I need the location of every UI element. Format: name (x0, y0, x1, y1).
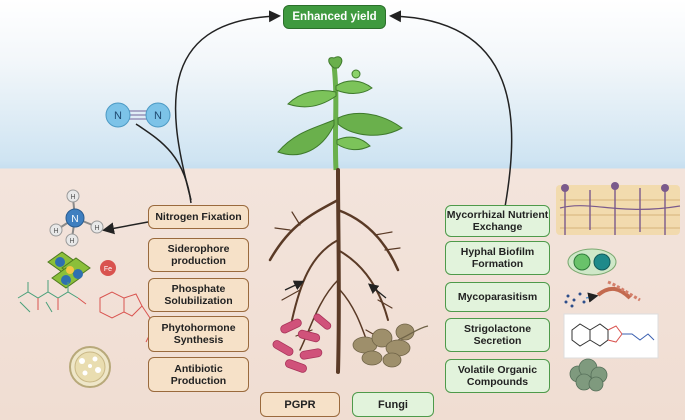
pgpr-tag: PGPR (260, 392, 340, 417)
fungi-item-hyphal-biofilm-formation: Hyphal Biofilm Formation (445, 241, 550, 275)
pgpr-item-label: Phytohormone Synthesis (161, 322, 236, 346)
volatile-compounds-cloud (569, 358, 608, 392)
pgpr-item-phosphate-solubilization: Phosphate Solubilization (148, 278, 249, 312)
fungi-item-strigolactone-secretion: Strigolactone Secretion (445, 318, 550, 352)
ammonia-h-label: H (70, 194, 75, 201)
biofilm-icon (567, 248, 617, 276)
arrow-n2-to-nitrogen-fixation (135, 123, 192, 204)
fungi-tag: Fungi (352, 392, 434, 417)
petri-dish-icon (69, 346, 111, 388)
pgpr-item-nitrogen-fixation: Nitrogen Fixation (148, 205, 249, 229)
pgpr-tag-label: PGPR (284, 398, 316, 411)
fungi-item-label: Volatile Organic Compounds (457, 364, 538, 388)
fungi-item-label: Hyphal Biofilm Formation (460, 246, 535, 270)
dinitrogen-molecule (105, 102, 171, 128)
n2-atom-right-label: N (154, 110, 162, 122)
enhanced-yield-label: Enhanced yield (292, 11, 377, 23)
fungi-item-mycorrhizal-nutrient-exchange: Mycorrhizal Nutrient Exchange (445, 205, 550, 237)
ammonia-h-label: H (53, 228, 58, 235)
fungi-item-label: Mycoparasitism (457, 291, 538, 303)
pgpr-item-label: Siderophore production (167, 243, 230, 267)
arrow-pgpr-to-yield (174, 10, 281, 201)
ammonia-n-label: N (71, 214, 78, 225)
fungi-item-mycoparasitism: Mycoparasitism (445, 282, 550, 312)
pgpr-item-label: Nitrogen Fixation (155, 211, 242, 223)
pgpr-item-antibiotic-production: Antibiotic Production (148, 357, 249, 392)
mycoparasitism-icon (564, 280, 641, 308)
fungi-item-volatile-organic-compounds: Volatile Organic Compounds (445, 359, 550, 393)
n2-atom-left-label: N (114, 110, 122, 122)
fungi-item-label: Mycorrhizal Nutrient Exchange (446, 209, 549, 233)
pgpr-item-phytohormone-synthesis: Phytohormone Synthesis (148, 316, 249, 352)
root-arrow-right (367, 283, 387, 299)
pgpr-item-label: Phosphate Solubilization (164, 283, 233, 307)
plant-roots (268, 168, 401, 374)
iron-ion (100, 260, 116, 276)
iron-label: Fe (104, 266, 112, 273)
fungi-tag-label: Fungi (378, 398, 408, 411)
arrow-to-ammonia (102, 221, 149, 235)
pgpr-item-siderophore-production: Siderophore production (148, 238, 249, 272)
enhanced-yield-box: Enhanced yield (283, 5, 386, 29)
ammonia-molecule (49, 189, 104, 247)
organic-acid-structure (17, 280, 87, 313)
plant-shoot (277, 56, 403, 171)
root-arrow-left (284, 280, 305, 291)
arrow-fungi-to-yield (389, 10, 513, 208)
ammonia-h-label: H (94, 225, 99, 232)
strigolactone-structure (563, 313, 659, 359)
pgpr-item-label: Antibiotic Production (170, 362, 227, 387)
mycorrhizal-network-icon (556, 182, 681, 235)
ammonia-h-label: H (69, 238, 74, 245)
fungal-cluster (352, 323, 429, 368)
fungi-item-label: Strigolactone Secretion (463, 323, 532, 347)
bacteria-cluster (272, 313, 332, 373)
